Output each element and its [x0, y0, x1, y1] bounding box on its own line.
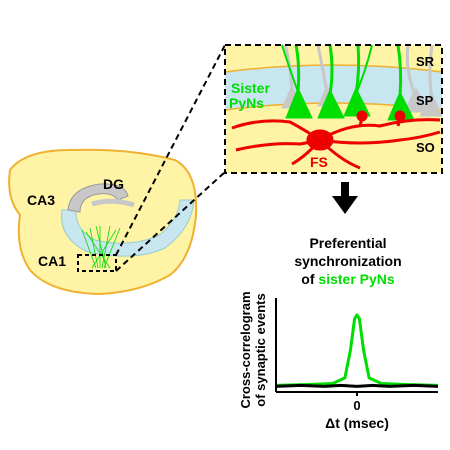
label-so: SO [416, 140, 435, 155]
x-axis-label: Δt (msec) [325, 415, 389, 431]
fs-interneuron [231, 110, 441, 170]
hippocampal-slice: DG CA3 CA1 [8, 148, 198, 296]
result-line3: of sister PyNs [301, 271, 395, 287]
sp-layer-band [225, 65, 442, 110]
label-ca1: CA1 [38, 253, 66, 269]
zoom-line-bottom [115, 171, 226, 272]
series-line-0 [275, 313, 439, 387]
series-line-1 [275, 383, 439, 388]
y-axis-label-line2: of synaptic events [253, 293, 268, 406]
x-tick-label: 0 [353, 398, 360, 413]
result-line2: synchronization [294, 253, 401, 269]
result-line1: Preferential [309, 235, 386, 251]
plot-series-group [275, 313, 439, 388]
result-line3-prefix: of [301, 271, 318, 287]
label-sr: SR [416, 54, 435, 69]
ca-band [61, 199, 195, 257]
y-axis-label-line1: Cross-correlogram [238, 291, 253, 408]
zoom-panel: Sister PyNs FS SR SP SO [224, 44, 443, 174]
label-sp: SP [416, 93, 434, 108]
down-arrow-icon [332, 182, 358, 214]
cross-correlogram-chart: 0 Δt (msec) Cross-correlogram of synapti… [238, 291, 439, 431]
label-sister-line1: Sister [231, 80, 270, 96]
label-dg: DG [103, 176, 124, 192]
result-line3-highlight: sister PyNs [318, 271, 394, 287]
label-fs: FS [310, 154, 328, 170]
label-ca3: CA3 [27, 192, 55, 208]
zoom-box-small [77, 254, 117, 272]
fs-soma [306, 129, 334, 151]
result-caption: Preferential synchronization of sister P… [294, 235, 401, 287]
ca1-projections [81, 225, 121, 269]
label-sister-line2: PyNs [229, 95, 264, 111]
dg-layer [91, 198, 135, 208]
zoom-panel-frame [224, 44, 443, 174]
slice-outline [8, 148, 198, 296]
